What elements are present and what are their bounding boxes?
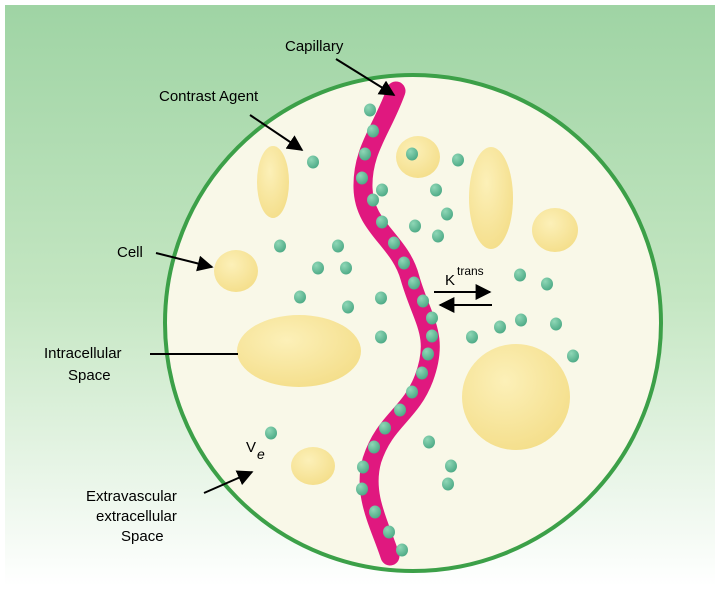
contrast-agent-particle — [388, 237, 400, 250]
ve-subscript: e — [257, 446, 265, 462]
contrast-agent-particle — [514, 269, 526, 282]
contrast-agent-particle — [515, 314, 527, 327]
contrast-agent-particle — [426, 330, 438, 343]
contrast-agent-particle — [396, 544, 408, 557]
contrast-agent-particle — [265, 427, 277, 440]
contrast-agent-particle — [312, 262, 324, 275]
contrast-agent-particle — [375, 292, 387, 305]
cell — [214, 250, 258, 292]
contrast-agent-particle — [367, 125, 379, 138]
contrast-agent-particle — [367, 194, 379, 207]
contrast-agent-particle — [550, 318, 562, 331]
contrast-agent-particle — [356, 483, 368, 496]
contrast-agent-particle — [369, 506, 381, 519]
contrast-agent-particle — [408, 277, 420, 290]
cell — [469, 147, 513, 249]
contrast-agent-particle — [340, 262, 352, 275]
contrast-agent-particle — [359, 148, 371, 161]
contrast-agent-particle — [432, 230, 444, 243]
cell-label: Cell — [117, 244, 143, 261]
contrast-agent-particle — [445, 460, 457, 473]
contrast-agent-particle — [430, 184, 442, 197]
ees-label-line1: Extravascular — [86, 488, 177, 505]
contrast-agent-particle — [307, 156, 319, 169]
ees-label-line2: extracellular — [96, 508, 177, 525]
cell — [532, 208, 578, 252]
cell — [237, 315, 361, 387]
contrast-agent-particle — [376, 216, 388, 229]
contrast-agent-particle — [406, 148, 418, 161]
cell — [257, 146, 289, 218]
capillary-label: Capillary — [285, 38, 344, 55]
contrast-agent-particle — [541, 278, 553, 291]
cell — [396, 136, 440, 178]
contrast-agent-particle — [357, 461, 369, 474]
contrast-agent-particle — [494, 321, 506, 334]
ktrans-superscript: trans — [457, 264, 484, 278]
ktrans-label: K — [445, 272, 455, 289]
contrast-agent-particle — [332, 240, 344, 253]
contrast-agent-particle — [368, 441, 380, 454]
contrast-agent-particle — [441, 208, 453, 221]
ve-label: V — [246, 439, 256, 456]
cell — [462, 344, 570, 450]
contrast-agent-particle — [294, 291, 306, 304]
contrast-agent-particle — [423, 436, 435, 449]
contrast-agent-particle — [364, 104, 376, 117]
intracellular-label-line2: Space — [68, 367, 111, 384]
contrast-agent-label: Contrast Agent — [159, 88, 259, 105]
contrast-agent-particle — [466, 331, 478, 344]
contrast-agent-particle — [416, 367, 428, 380]
contrast-agent-particle — [442, 478, 454, 491]
cell — [291, 447, 335, 485]
contrast-agent-particle — [417, 295, 429, 308]
contrast-agent-particle — [383, 526, 395, 539]
contrast-agent-particle — [567, 350, 579, 363]
contrast-agent-particle — [274, 240, 286, 253]
intracellular-label-line1: Intracellular — [44, 345, 122, 362]
contrast-agent-particle — [356, 172, 368, 185]
contrast-agent-particle — [426, 312, 438, 325]
ees-label-line3: Space — [121, 528, 164, 545]
contrast-agent-particle — [406, 386, 418, 399]
contrast-agent-particle — [409, 220, 421, 233]
contrast-agent-particle — [376, 184, 388, 197]
contrast-agent-particle — [379, 422, 391, 435]
contrast-agent-particle — [394, 404, 406, 417]
contrast-agent-particle — [375, 331, 387, 344]
contrast-agent-particle — [422, 348, 434, 361]
contrast-agent-particle — [342, 301, 354, 314]
contrast-agent-particle — [398, 257, 410, 270]
contrast-agent-particle — [452, 154, 464, 167]
